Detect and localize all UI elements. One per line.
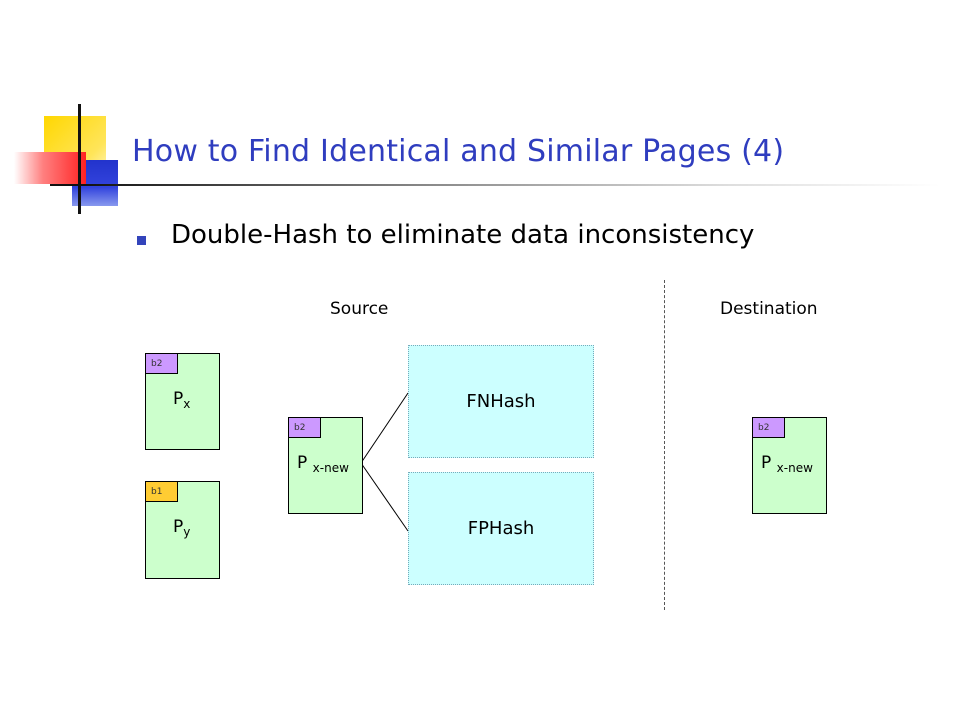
bullet-marker-icon — [137, 236, 146, 245]
page-px-badge: b2 — [146, 354, 178, 374]
page-title: How to Find Identical and Similar Pages … — [132, 134, 785, 169]
page-px-label: Px — [173, 389, 191, 411]
title-underline — [80, 184, 940, 186]
decor-vertical-line — [78, 104, 81, 214]
fphash-box: FPHash — [408, 472, 594, 585]
page-px-new-source-badge: b2 — [289, 418, 321, 438]
page-px-new-destination-badge: b2 — [753, 418, 785, 438]
source-destination-divider — [664, 280, 665, 610]
fnhash-box: FNHash — [408, 345, 594, 458]
destination-label: Destination — [720, 299, 818, 319]
bullet-text: Double-Hash to eliminate data inconsiste… — [171, 220, 755, 250]
page-py-label: Py — [173, 517, 191, 539]
page-px-new-source: b2 P x-new — [288, 417, 363, 514]
page-py: b1 Py — [145, 481, 220, 579]
page-px-new-destination-label: P x-new — [761, 453, 813, 475]
page-px: b2 Px — [145, 353, 220, 450]
connector-to-fnhash — [360, 392, 409, 464]
decor-red-bar — [14, 152, 86, 184]
page-px-new-destination: b2 P x-new — [752, 417, 827, 514]
source-label: Source — [330, 299, 389, 319]
page-px-new-source-label: P x-new — [297, 453, 349, 475]
page-py-badge: b1 — [146, 482, 178, 502]
connector-to-fphash — [360, 462, 409, 532]
